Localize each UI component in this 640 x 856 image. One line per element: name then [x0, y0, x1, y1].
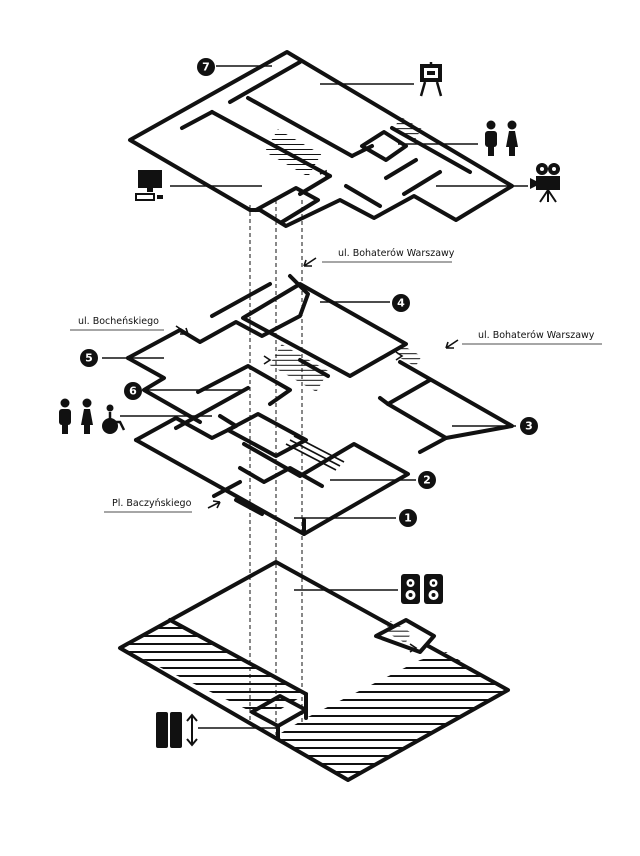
accessibility-people-icon [59, 398, 126, 434]
marker-1: 1 [399, 509, 417, 527]
marker-7: 7 [197, 58, 215, 76]
svg-text:2: 2 [423, 474, 431, 487]
speakers-icon [401, 574, 443, 604]
main-floor-plan [126, 274, 514, 536]
svg-text:1: 1 [404, 512, 412, 525]
movie-camera-icon [530, 163, 560, 203]
svg-text:Pl. Baczyńskiego: Pl. Baczyńskiego [112, 498, 192, 509]
svg-text:3: 3 [525, 420, 533, 433]
street-label-bohaterow-top: ul. Bohaterów Warszawy [303, 248, 455, 267]
svg-text:7: 7 [202, 61, 210, 74]
computer-icon [135, 170, 163, 201]
marker-4: 4 [392, 294, 410, 312]
svg-text:6: 6 [129, 385, 137, 398]
top-floor-plan [128, 50, 514, 228]
svg-text:ul. Bohaterów Warszawy: ul. Bohaterów Warszawy [478, 330, 595, 341]
marker-3: 3 [520, 417, 538, 435]
marker-5: 5 [80, 349, 98, 367]
street-label-bochenskiego: ul. Bocheńskiego [70, 316, 189, 335]
ramp-lines [285, 435, 345, 471]
svg-text:ul. Bohaterów Warszawy: ul. Bohaterów Warszawy [338, 248, 455, 259]
street-label-baczynskiego: Pl. Baczyńskiego [104, 498, 221, 513]
svg-text:ul. Bocheńskiego: ul. Bocheńskiego [78, 316, 159, 327]
people-icon [485, 120, 518, 156]
elevator-icon [156, 712, 198, 748]
leader-lines [102, 65, 528, 729]
svg-text:5: 5 [85, 352, 93, 365]
marker-2: 2 [418, 471, 436, 489]
basement-plan [118, 560, 510, 782]
easel-icon [419, 62, 443, 97]
street-label-bohaterow-right: ul. Bohaterów Warszawy [445, 330, 602, 349]
svg-text:4: 4 [397, 297, 405, 310]
marker-6: 6 [124, 382, 142, 400]
